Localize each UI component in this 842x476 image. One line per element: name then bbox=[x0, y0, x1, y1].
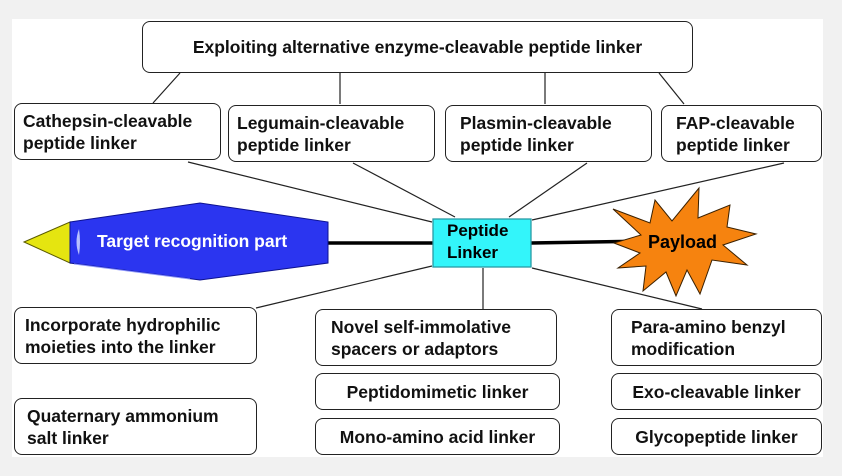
self-immolative-line2: spacers or adaptors bbox=[331, 338, 499, 359]
connector-linker-para-amino bbox=[531, 267, 703, 310]
self-immolative-box: Novel self-immolative spacers or adaptor… bbox=[315, 309, 557, 366]
payload-label: Payload bbox=[648, 232, 718, 252]
fap-line1: FAP-cleavable bbox=[676, 112, 795, 133]
para-amino-line2: modification bbox=[631, 338, 736, 359]
hydrophilic-line1: Incorporate hydrophilic bbox=[25, 314, 221, 335]
self-immolative-line1: Novel self-immolative bbox=[331, 316, 511, 337]
plasmin-line1: Plasmin-cleavable bbox=[460, 112, 612, 133]
title-box: Exploiting alternative enzyme-cleavable … bbox=[142, 21, 693, 73]
connector-cathepsin-linker bbox=[187, 161, 433, 223]
legumain-line2: peptide linker bbox=[237, 134, 351, 155]
para-amino-line1: Para-amino benzyl bbox=[631, 316, 786, 337]
quaternary-line1: Quaternary ammonium bbox=[27, 405, 219, 426]
mono-amino-box: Mono-amino acid linker bbox=[315, 418, 560, 455]
connector-linker-hydrophilic bbox=[255, 265, 433, 309]
peptide-linker-line1: Peptide bbox=[447, 221, 509, 240]
connector-title-fap bbox=[658, 72, 685, 105]
peptidomimetic-box: Peptidomimetic linker bbox=[315, 373, 560, 410]
peptide-linker-shape bbox=[432, 218, 532, 268]
connector-title-cathepsin bbox=[152, 72, 181, 104]
quaternary-box: Quaternary ammonium salt linker bbox=[14, 398, 257, 455]
legumain-box: Legumain-cleavable peptide linker bbox=[228, 105, 435, 162]
target-recognition-label: Target recognition part bbox=[97, 231, 288, 251]
antibody-tip-shape bbox=[22, 221, 71, 264]
plasmin-box: Plasmin-cleavable peptide linker bbox=[445, 105, 652, 162]
payload-star-shape bbox=[612, 186, 758, 298]
glycopeptide-box: Glycopeptide linker bbox=[611, 418, 822, 455]
connector-fap-linker bbox=[531, 162, 785, 221]
title-box-label: Exploiting alternative enzyme-cleavable … bbox=[192, 37, 643, 57]
exo-cleavable-box: Exo-cleavable linker bbox=[611, 373, 822, 410]
exo-cleavable-label: Exo-cleavable linker bbox=[632, 381, 801, 402]
peptide-linker-label: Peptide Linker bbox=[447, 220, 508, 264]
legumain-line1: Legumain-cleavable bbox=[237, 112, 405, 133]
fap-line2: peptide linker bbox=[676, 134, 790, 155]
peptidomimetic-label: Peptidomimetic linker bbox=[346, 381, 529, 402]
antibody-body-shape bbox=[69, 202, 329, 281]
connector-legumain-linker bbox=[352, 162, 456, 218]
cathepsin-box: Cathepsin-cleavable peptide linker bbox=[14, 103, 221, 160]
cathepsin-line2: peptide linker bbox=[23, 132, 137, 153]
para-amino-box: Para-amino benzyl modification bbox=[611, 309, 822, 366]
mono-amino-label: Mono-amino acid linker bbox=[339, 426, 536, 447]
cathepsin-line1: Cathepsin-cleavable bbox=[23, 110, 193, 131]
hydrophilic-box: Incorporate hydrophilic moieties into th… bbox=[14, 307, 257, 364]
hydrophilic-line2: moieties into the linker bbox=[25, 336, 216, 357]
connector-plasmin-linker bbox=[508, 162, 588, 218]
glycopeptide-label: Glycopeptide linker bbox=[635, 426, 798, 447]
plasmin-line2: peptide linker bbox=[460, 134, 574, 155]
fap-box: FAP-cleavable peptide linker bbox=[661, 105, 822, 162]
quaternary-line2: salt linker bbox=[27, 427, 109, 448]
peptide-linker-line2: Linker bbox=[447, 243, 499, 262]
